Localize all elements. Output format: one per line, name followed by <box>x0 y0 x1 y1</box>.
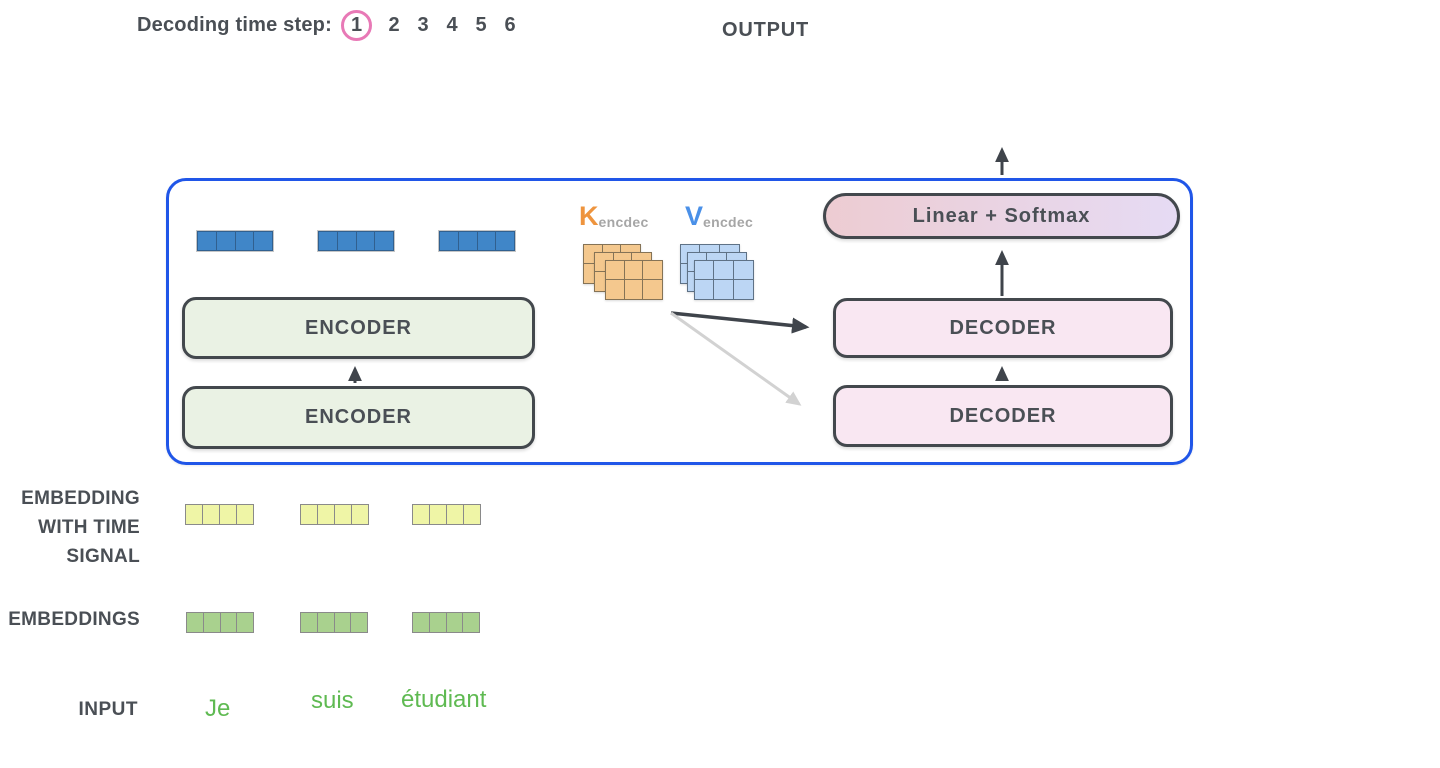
embedding-time-line-3: SIGNAL <box>66 546 140 567</box>
input-token-suis: suis <box>311 687 354 714</box>
input-label: INPUT <box>78 699 138 720</box>
v-matrix-front <box>694 260 754 300</box>
time-signal-vector-2 <box>300 504 369 525</box>
embedding-vector-2 <box>300 612 368 633</box>
time-signal-vector-3 <box>412 504 481 525</box>
embedding-with-time-signal-label: EMBEDDING WITH TIME SIGNAL <box>0 484 140 571</box>
transformer-frame <box>166 178 1193 465</box>
embedding-vector-3 <box>412 612 480 633</box>
k-encdec-label: Kencdec <box>579 201 649 232</box>
decoder-box-bottom: DECODER <box>833 385 1173 447</box>
linear-softmax-box: Linear + Softmax <box>823 193 1180 239</box>
step-5[interactable]: 5 <box>475 14 487 36</box>
encoder-bottom-label: ENCODER <box>304 406 412 428</box>
v-matrix-stack <box>680 244 756 301</box>
linear-softmax-label: Linear + Softmax <box>912 204 1091 227</box>
embeddings-label: EMBEDDINGS <box>8 609 140 630</box>
decoder-bottom-label: DECODER <box>949 404 1057 427</box>
decoder-top-label: DECODER <box>949 316 1057 339</box>
step-1-active[interactable]: 1 <box>341 10 372 41</box>
embedding-time-line-1: EMBEDDING <box>21 488 140 509</box>
step-4[interactable]: 4 <box>446 14 458 36</box>
k-matrix-stack <box>583 244 664 301</box>
input-token-je: Je <box>205 695 231 722</box>
encoder-output-vector-1 <box>196 230 274 252</box>
v-subscript: encdec <box>703 214 754 230</box>
k-subscript: encdec <box>598 214 649 230</box>
output-label: OUTPUT <box>722 19 810 41</box>
encoder-box-top: ENCODER <box>182 297 535 359</box>
decoding-step-selector: 1 2 3 4 5 6 <box>341 10 517 41</box>
v-letter: V <box>685 201 704 231</box>
decoding-time-step-label: Decoding time step: <box>137 14 332 36</box>
encoder-output-vector-2 <box>317 230 395 252</box>
step-3[interactable]: 3 <box>417 14 429 36</box>
input-token-etudiant: étudiant <box>401 686 487 713</box>
k-matrix-front <box>605 260 663 300</box>
k-letter: K <box>579 201 599 231</box>
v-encdec-label: Vencdec <box>685 201 753 232</box>
embedding-time-line-2: WITH TIME <box>38 517 140 538</box>
time-signal-vector-1 <box>185 504 254 525</box>
step-2[interactable]: 2 <box>388 14 400 36</box>
encoder-box-bottom: ENCODER <box>182 386 535 449</box>
embedding-vector-1 <box>186 612 254 633</box>
step-6[interactable]: 6 <box>504 14 516 36</box>
encoder-output-vector-3 <box>438 230 516 252</box>
decoder-box-top: DECODER <box>833 298 1173 358</box>
encoder-top-label: ENCODER <box>304 316 412 339</box>
